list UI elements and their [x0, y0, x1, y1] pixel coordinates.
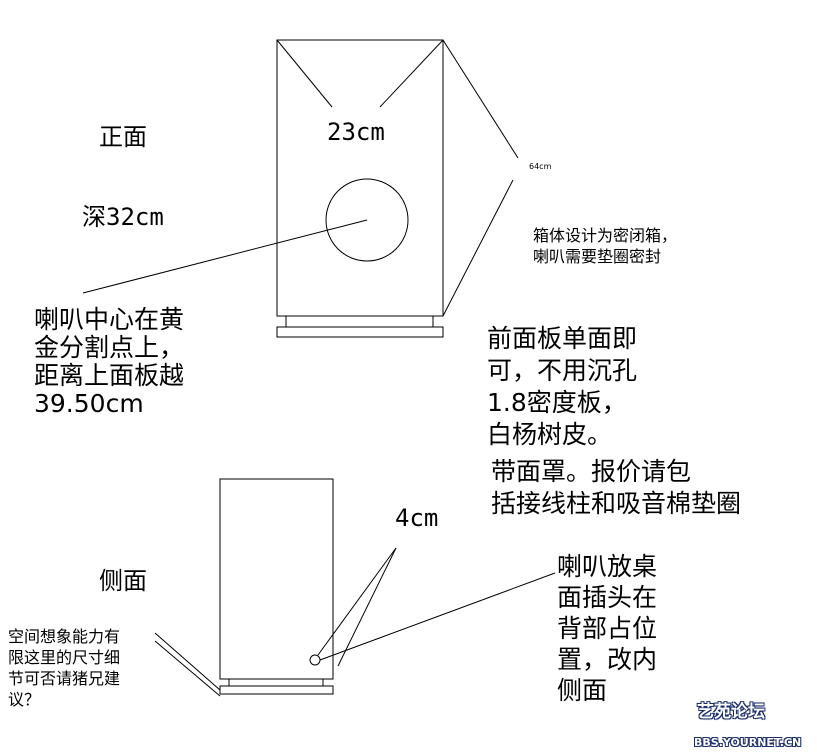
terminal-leader	[319, 572, 556, 661]
width-arrow-left	[276, 39, 333, 108]
side-dim-arrow-2	[337, 547, 397, 667]
front-view-label: 正面	[99, 123, 147, 151]
panel-note: 前面板单面即 可，不用沉孔 1.8密度板， 白杨树皮。	[487, 324, 638, 449]
depth-label: 深32cm	[82, 203, 164, 231]
side-plinth-base	[219, 685, 334, 695]
speaker-center-note: 喇叭中心在黄 金分割点上， 距离上面板越 39.50cm	[34, 305, 185, 418]
side-dim-label: 4cm	[395, 504, 439, 532]
enclosure-note: 箱体设计为密闭箱， 喇叭需要垫圈密封	[533, 226, 678, 266]
front-speaker-driver	[325, 178, 409, 262]
question-note: 空间想象能力有 限这里的尺寸细 节可否请猪兄建 议？	[8, 627, 121, 709]
width-label: 23cm	[327, 118, 385, 146]
front-plinth-base	[276, 326, 444, 338]
front-cabinet	[276, 39, 444, 317]
height-arrow-top	[442, 39, 519, 159]
speaker-center-leader	[82, 219, 368, 294]
height-arrow-bottom	[442, 179, 514, 317]
front-plinth-top	[285, 315, 434, 328]
side-plinth-top	[228, 678, 324, 687]
side-terminal-hole	[309, 654, 321, 666]
watermark-site: BBS.YOURNET.CN	[694, 736, 802, 749]
question-leader-2	[154, 640, 221, 697]
question-leader-1	[154, 632, 221, 691]
terminal-note: 喇叭放桌 面插头在 背部占位 置，改内 侧面	[557, 552, 658, 705]
grille-note: 带面罩。报价请包 括接线柱和吸音棉垫圈	[491, 457, 742, 518]
side-dim-arrow-1	[317, 547, 397, 656]
watermark-logo: 艺苑论坛	[697, 702, 765, 722]
side-view-label: 侧面	[99, 567, 147, 595]
width-arrow-right	[379, 39, 444, 108]
side-cabinet	[219, 478, 334, 680]
height-label: 64cm	[529, 162, 552, 171]
